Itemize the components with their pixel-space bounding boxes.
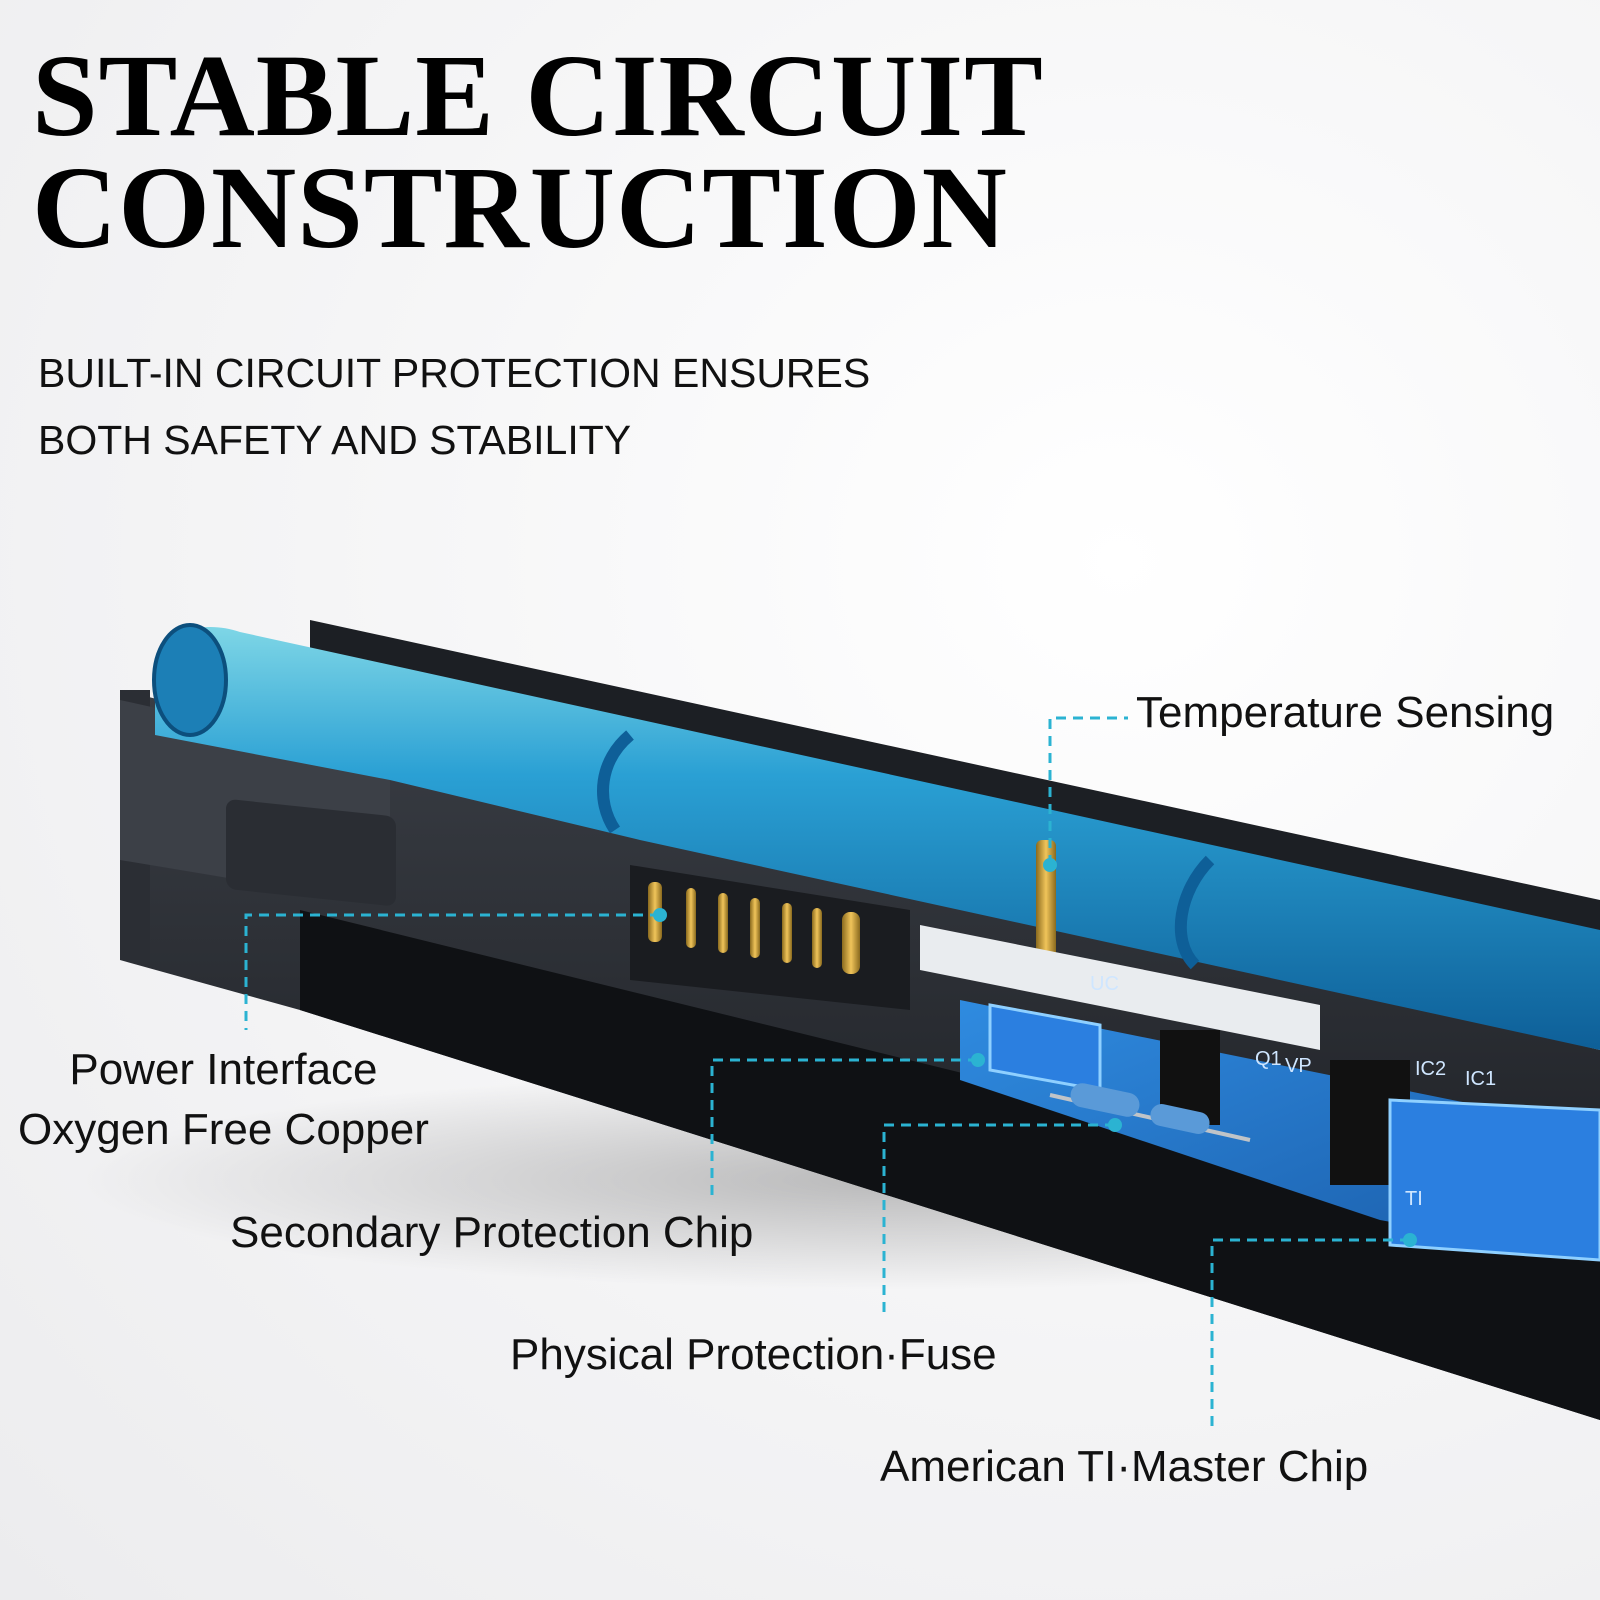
connector-pins	[648, 882, 860, 974]
leader-lines	[244, 716, 1410, 1430]
casing-underside	[300, 910, 1600, 1420]
leader-dots	[653, 858, 1417, 1247]
latch-block	[226, 799, 396, 906]
subtitle: BUILT-IN CIRCUIT PROTECTION ENSURES BOTH…	[38, 340, 870, 474]
leader-power	[244, 913, 660, 1030]
battery-cell	[155, 626, 1600, 1050]
cell-joint	[1174, 855, 1215, 970]
callout-secondary-protection-chip: Secondary Protection Chip	[230, 1208, 754, 1257]
connector-pin	[686, 888, 696, 948]
connector-pin	[718, 893, 728, 953]
leader-dot	[653, 908, 667, 922]
title-line-2: CONSTRUCTION	[32, 142, 1008, 273]
callout-temperature-sensing: Temperature Sensing	[1136, 688, 1555, 737]
subtitle-line-2: BOTH SAFETY AND STABILITY	[38, 417, 632, 463]
callout-physical-protection-fuse: Physical Protection·Fuse	[510, 1330, 997, 1379]
ti-master-chip	[1388, 1098, 1600, 1262]
marking-q1: Q1	[1255, 1048, 1282, 1070]
power-connector-housing	[630, 865, 910, 1010]
cell-joint	[597, 730, 635, 834]
leader-dot	[971, 1053, 985, 1067]
callout-power-interface: Power Interface Oxygen Free Copper	[18, 1040, 429, 1160]
leader-secondary	[710, 1058, 978, 1195]
connector-pin	[750, 898, 760, 958]
board-markings: UC Q1 VP IC2 IC1 TI	[1090, 973, 1496, 1210]
battery-cell-end	[152, 623, 228, 737]
callout-power-line-2: Oxygen Free Copper	[18, 1105, 429, 1154]
connector-pin	[812, 908, 822, 968]
leader-ti	[1210, 1238, 1410, 1430]
temperature-probe	[1036, 840, 1056, 960]
marking-ic1: IC1	[1465, 1068, 1496, 1090]
fuse	[1049, 1083, 1251, 1142]
marking-ic2: IC2	[1415, 1058, 1446, 1080]
callout-ti-master-chip: American TI·Master Chip	[880, 1442, 1369, 1491]
leader-dot	[1403, 1233, 1417, 1247]
leader-dot	[1043, 858, 1057, 872]
marking-ti: TI	[1405, 1188, 1423, 1210]
title-line-1: STABLE CIRCUIT	[32, 30, 1044, 161]
leader-dot	[1108, 1118, 1122, 1132]
subtitle-line-1: BUILT-IN CIRCUIT PROTECTION ENSURES	[38, 350, 871, 396]
connector-pin	[782, 903, 792, 963]
label-strip	[920, 925, 1320, 1050]
page-title: STABLE CIRCUIT CONSTRUCTION	[32, 30, 1044, 273]
marking-vp: VP	[1285, 1055, 1312, 1077]
marking-uc: UC	[1090, 973, 1119, 995]
callout-power-line-1: Power Interface	[69, 1045, 378, 1094]
connector-pin	[842, 912, 860, 974]
leader-fuse	[882, 1123, 1115, 1318]
